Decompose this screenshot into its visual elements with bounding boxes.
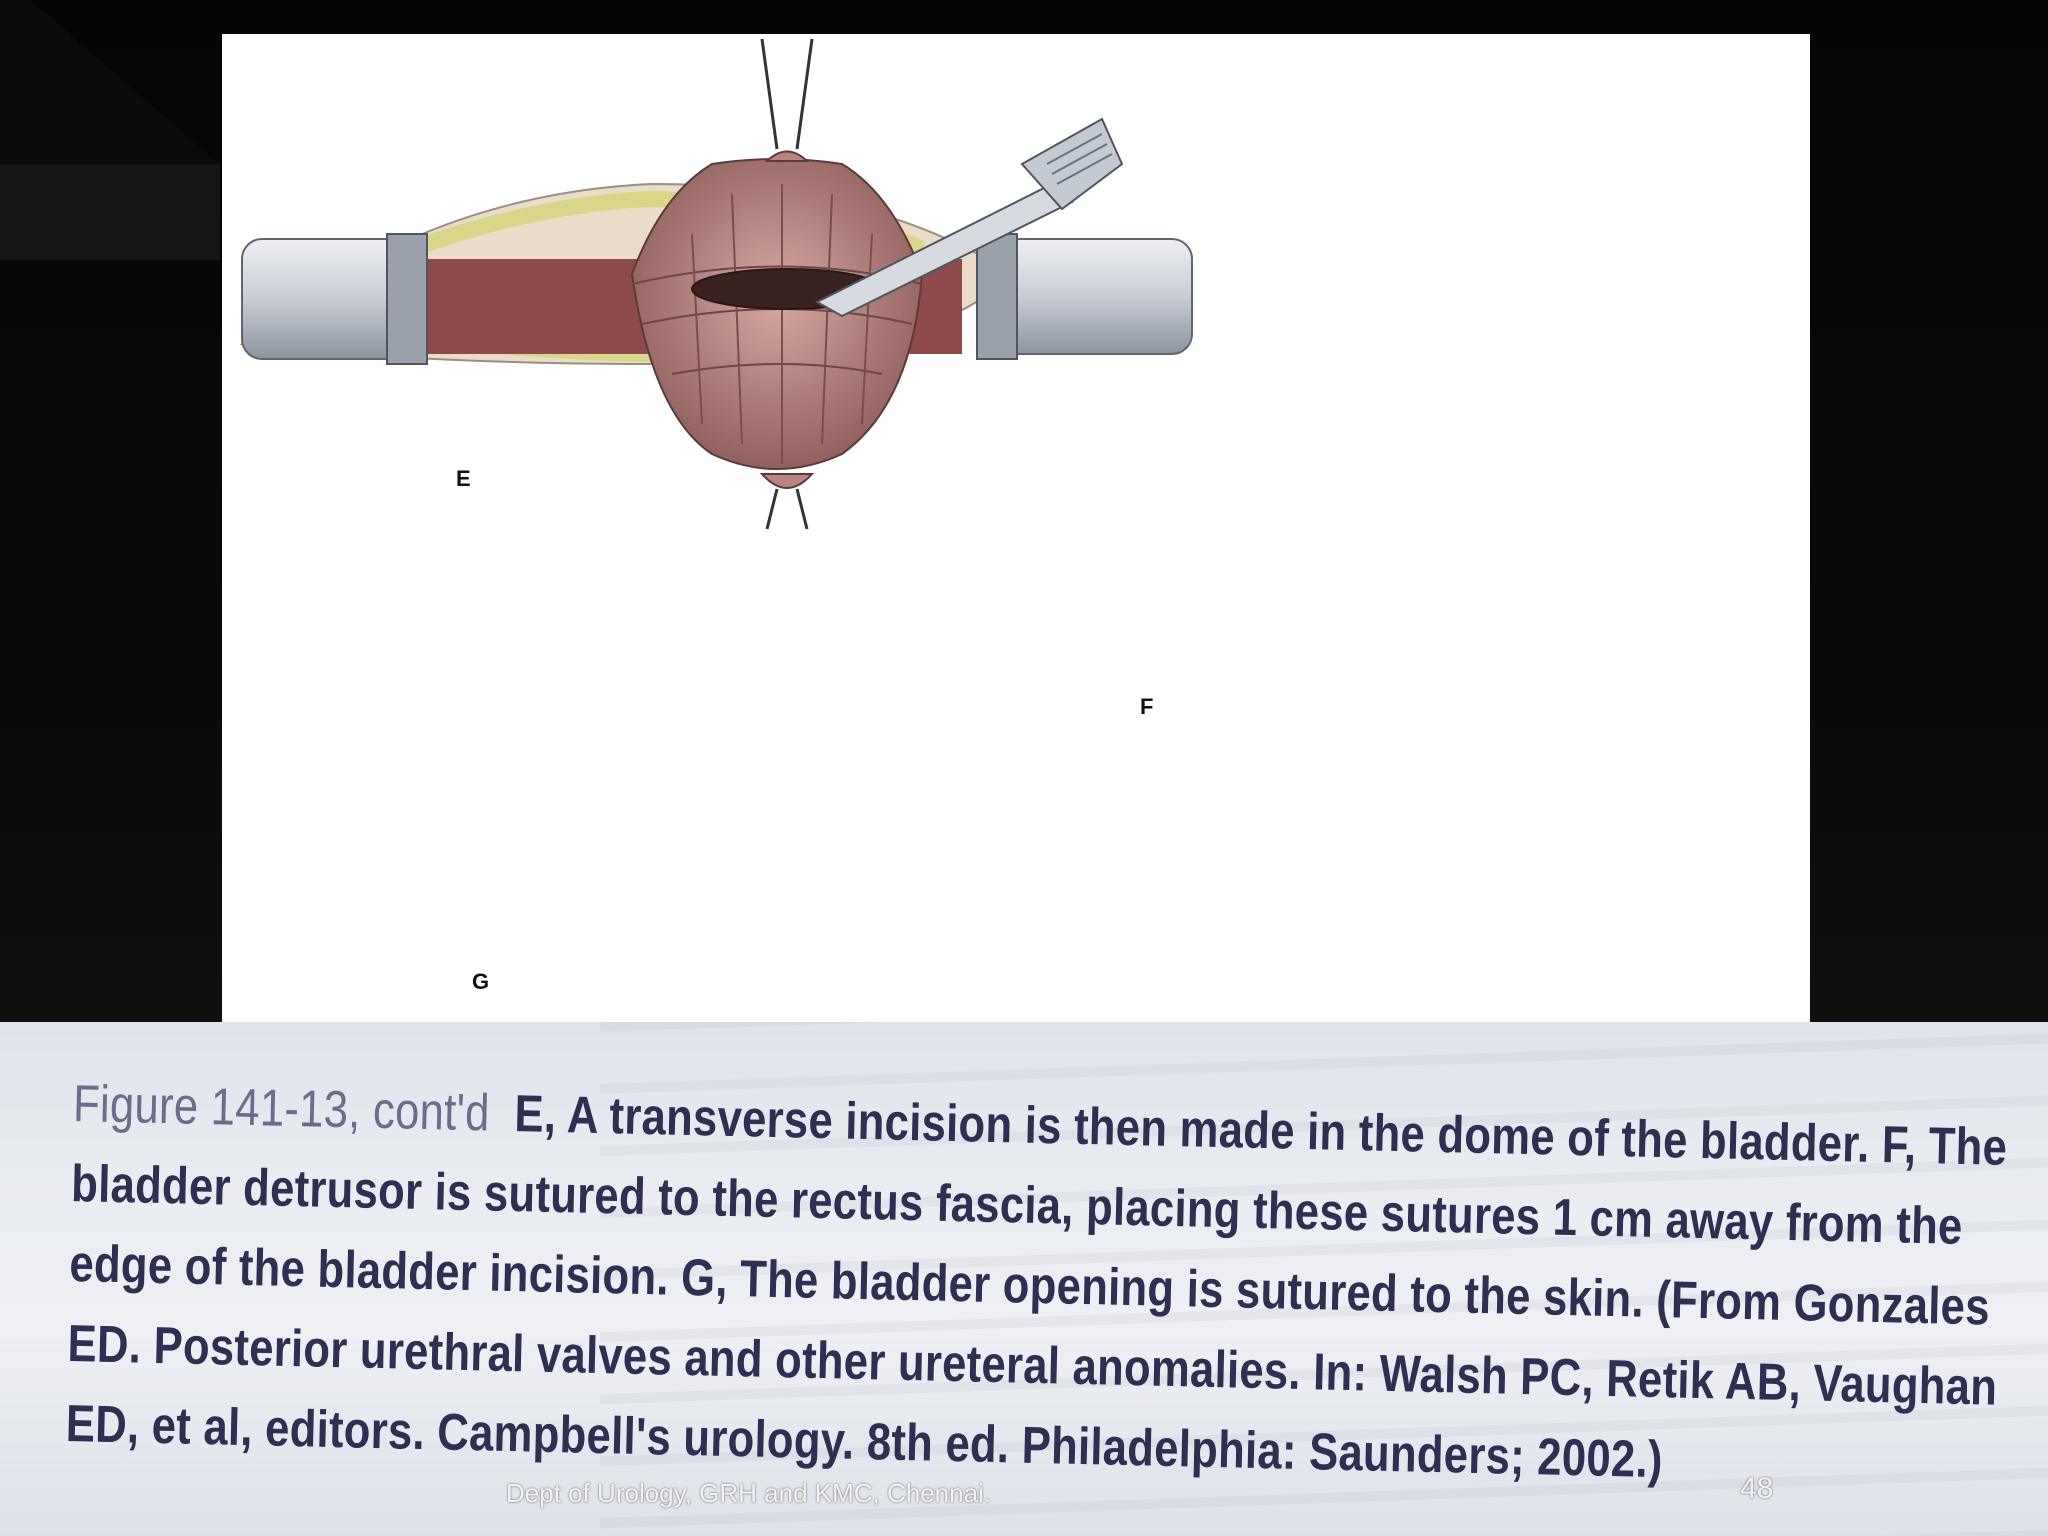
panel-e-drawing [239, 38, 1193, 530]
caption-bleedthrough-texture [600, 1022, 2048, 1536]
corner-chevron-decoration [0, 0, 220, 260]
figure-caption: Figure 141-13, cont'd E, A transverse in… [65, 1064, 2008, 1501]
surgical-illustration-panel: E F G [222, 34, 1810, 1022]
panel-label-g: G [472, 969, 490, 994]
panel-label-f: F [1140, 694, 1154, 719]
figure-caption-photo: Figure 141-13, cont'd E, A transverse in… [0, 1022, 2048, 1536]
caption-figure-number: Figure 141-13, cont'd [72, 1074, 491, 1143]
panel-label-e: E [456, 466, 471, 491]
vesicostomy-illustration [239, 38, 1193, 530]
footer-department: Dept of Urology, GRH and KMC, Chennai. [506, 1478, 992, 1508]
slide-page-number: 48 [1740, 1472, 1774, 1505]
